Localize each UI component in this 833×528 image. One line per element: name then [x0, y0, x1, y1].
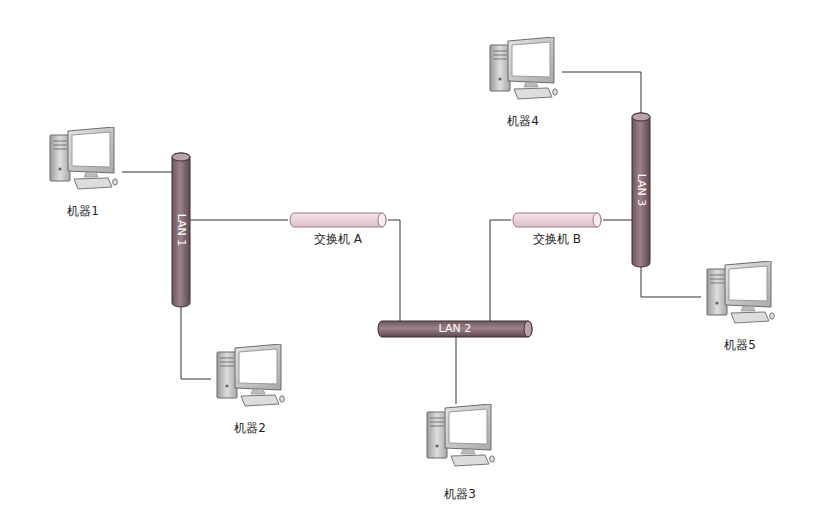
network-cable — [562, 72, 641, 113]
computer-node: 机器1 — [44, 127, 122, 219]
network-cable — [122, 172, 172, 173]
network-cable — [603, 220, 632, 221]
machine-label: 机器1 — [44, 203, 122, 219]
lan-bus: LAN 1 — [172, 153, 190, 307]
lan-label: LAN 2 — [439, 323, 472, 335]
computer-node: 机器5 — [701, 261, 779, 353]
switch-cylinder — [513, 213, 601, 227]
computer-node: 机器4 — [484, 37, 562, 129]
network-cable — [181, 307, 211, 379]
machine-label: 机器5 — [701, 337, 779, 353]
switch-node: 交换机 B — [511, 213, 603, 227]
lan-bus: LAN 2 — [378, 321, 532, 337]
computer-node: 机器2 — [211, 344, 289, 436]
computer-icon — [48, 127, 118, 191]
machine-label: 机器3 — [421, 486, 499, 502]
switch-cylinder — [290, 213, 386, 227]
lan-label: LAN 1 — [175, 214, 187, 247]
computer-icon — [705, 261, 775, 325]
computer-icon — [425, 404, 495, 468]
machine-label: 机器4 — [484, 113, 562, 129]
network-cable — [490, 220, 511, 321]
computer-icon — [215, 344, 285, 408]
lan-label: LAN 3 — [635, 174, 647, 207]
network-cable — [641, 267, 701, 297]
machine-label: 机器2 — [211, 420, 289, 436]
network-cable — [388, 220, 400, 321]
switch-label: 交换机 A — [288, 231, 388, 247]
network-cable — [456, 337, 457, 404]
network-cable — [190, 220, 288, 221]
switch-label: 交换机 B — [511, 231, 603, 247]
computer-node: 机器3 — [421, 404, 499, 502]
computer-icon — [488, 37, 558, 101]
switch-node: 交换机 A — [288, 213, 388, 227]
lan-bus: LAN 3 — [632, 113, 650, 267]
